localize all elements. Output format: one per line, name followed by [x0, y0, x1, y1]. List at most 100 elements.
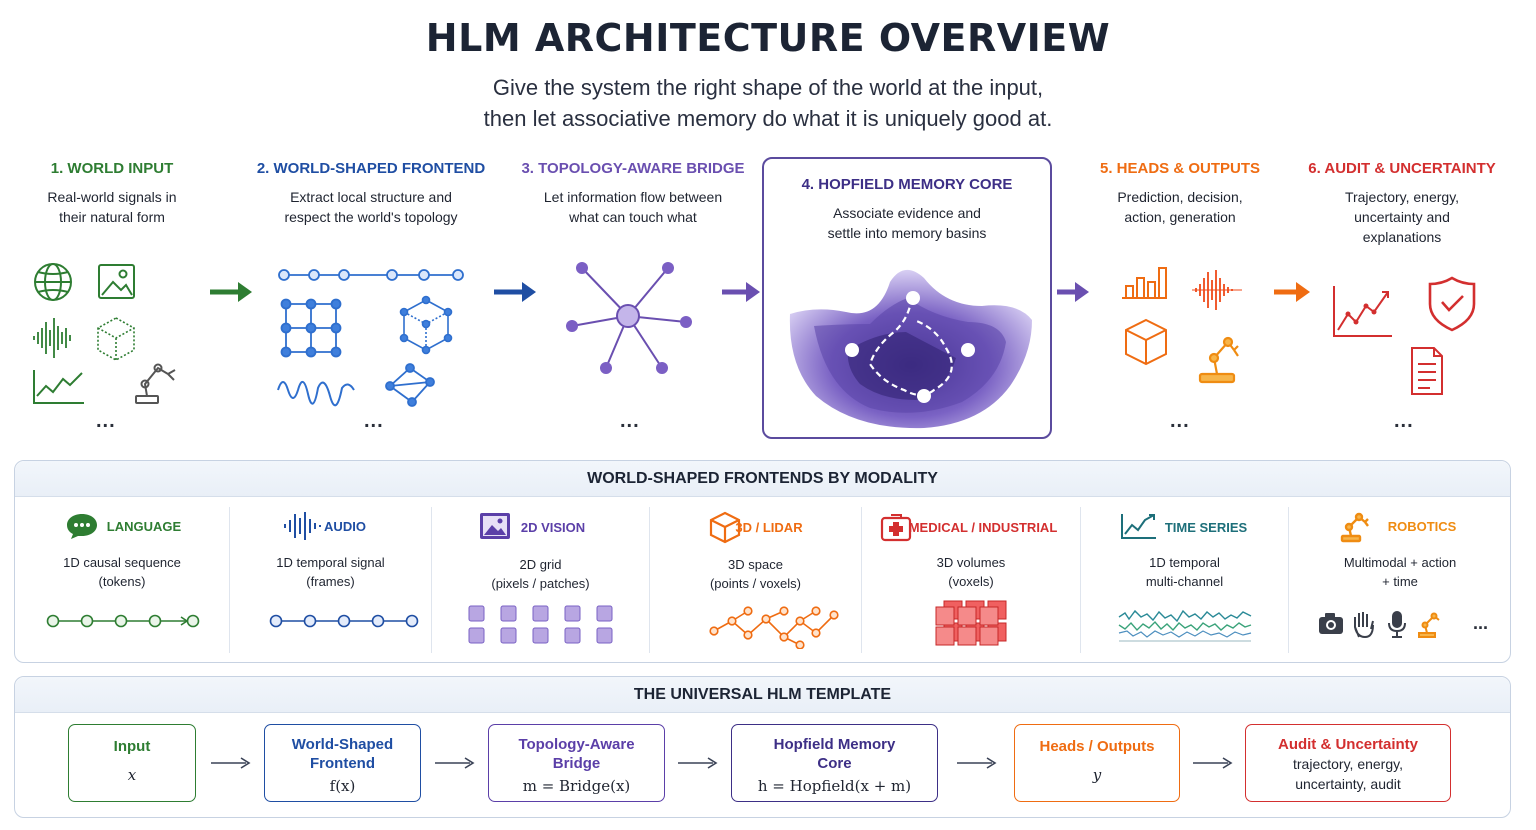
modality-desc: 1D temporal multi-channel — [1081, 553, 1288, 591]
stage-desc-line: uncertainty and — [1354, 209, 1450, 225]
robotics-sensor-icons — [1319, 611, 1440, 639]
stage-desc-line: Real-world signals in — [47, 189, 177, 205]
robot-arm-icon — [1198, 336, 1239, 384]
image-icon — [480, 513, 510, 539]
template-box-heads-outputs: Heads / Outputs y — [1014, 724, 1180, 802]
template-box-title: Audit & Uncertainty — [1277, 736, 1418, 753]
template-box-title-line: Hopfield Memory — [773, 736, 896, 753]
template-box-title: Topology-Aware Bridge — [489, 735, 664, 773]
memory-node — [906, 291, 920, 305]
stage-heads-outputs: 5. HEADS & OUTPUTS Prediction, decision,… — [1090, 160, 1270, 227]
modality-desc: 3D volumes (voxels) — [862, 553, 1080, 591]
template-box-title: Input — [113, 738, 151, 755]
audit-icons — [1333, 276, 1476, 395]
modality-name: ROBOTICS — [1387, 519, 1457, 534]
frame-chain — [269, 614, 419, 628]
stage-frontend: 2. WORLD-SHAPED FRONTEND Extract local s… — [252, 160, 490, 227]
modality-medical-industrial: MEDICAL / INDUSTRIAL 3D volumes (voxels) — [862, 507, 1080, 653]
chain-structure — [278, 269, 464, 281]
stage-title: 1. WORLD INPUT — [50, 160, 174, 177]
stage-title: 4. HOPFIELD MEMORY CORE — [801, 176, 1013, 193]
modality-separator — [861, 507, 862, 653]
bridge-hub-graph — [566, 262, 692, 374]
more-indicator: ... — [1394, 410, 1414, 432]
stage-description: Associate evidence and settle into memor… — [762, 203, 1052, 243]
template-arrow — [435, 757, 475, 769]
stage-desc-line: what can touch what — [569, 209, 697, 225]
waveform-icon — [1192, 270, 1242, 310]
flow-arrow — [722, 282, 760, 302]
stage-description: Let information flow between what can to… — [520, 187, 746, 227]
more-indicator: ... — [1473, 613, 1489, 633]
image-icon — [98, 264, 135, 299]
template-box-formula: m = Bridge(x) — [522, 777, 631, 795]
modality-language: LANGUAGE 1D causal sequence (tokens) — [15, 507, 229, 653]
cube-icon — [1125, 318, 1167, 366]
robot-arm-icon — [1340, 512, 1369, 543]
flow-arrow — [210, 282, 252, 302]
template-box-input: Input x — [68, 724, 196, 802]
template-box-title-line: Core — [817, 755, 852, 772]
template-panel-title: THE UNIVERSAL HLM TEMPLATE — [15, 677, 1510, 713]
mesh-structure — [385, 363, 435, 407]
template-arrow — [211, 757, 251, 769]
modality-desc-line: 3D space — [728, 557, 783, 572]
modality-desc: 2D grid (pixels / patches) — [432, 555, 649, 593]
trend-chart-icon — [1121, 514, 1156, 539]
stage-description: Real-world signals in their natural form — [12, 187, 212, 227]
hand-icon — [1354, 612, 1374, 639]
output-icons — [1122, 267, 1242, 384]
template-box-title-line: Topology-Aware — [518, 736, 635, 753]
more-indicator: ... — [364, 410, 384, 432]
modality-desc: Multimodal + action + time — [1289, 553, 1511, 591]
modality-desc-line: (tokens) — [98, 574, 146, 589]
modality-name: MEDICAL / INDUSTRIAL — [908, 520, 1058, 535]
modality-separator — [431, 507, 432, 653]
more-indicator: ... — [620, 410, 640, 432]
modality-panel: WORLD-SHAPED FRONTENDS BY MODALITY LANGU… — [14, 460, 1511, 663]
template-box-title: Hopfield Memory Core — [732, 735, 937, 773]
medical-cross-icon — [880, 514, 912, 542]
modality-desc: 1D temporal signal (frames) — [230, 553, 431, 591]
stage-desc-line: Extract local structure and — [290, 189, 452, 205]
template-box-frontend: World-Shaped Frontend f(x) — [264, 724, 421, 802]
page-title: HLM ARCHITECTURE OVERVIEW — [425, 16, 1111, 60]
cube-icon — [709, 511, 741, 544]
stage-desc-line: Let information flow between — [543, 189, 723, 205]
template-box-audit-uncertainty: Audit & Uncertainty trajectory, energy, … — [1245, 724, 1451, 802]
modality-name: TIME SERIES — [1164, 520, 1248, 535]
template-box-hopfield-core: Hopfield Memory Core h = Hopfield(x + m) — [731, 724, 938, 802]
modality-name: LANGUAGE — [106, 519, 182, 534]
hub-node — [616, 304, 640, 328]
template-box-title: World-Shaped Frontend — [265, 735, 420, 773]
point-graph — [709, 606, 839, 649]
template-arrow — [1193, 757, 1233, 769]
modality-desc-line: multi-channel — [1145, 574, 1224, 589]
modality-desc-line: + time — [1382, 574, 1418, 589]
multi-channel-signal — [1118, 609, 1252, 642]
modality-name: AUDIO — [324, 519, 366, 534]
subtitle-line-1: Give the system the right shape of the w… — [492, 75, 1044, 100]
globe-icon — [34, 263, 72, 301]
stage-description: Extract local structure and respect the … — [252, 187, 490, 227]
stage-desc-line: Trajectory, energy, — [1344, 189, 1460, 205]
template-box-formula: f(x) — [329, 777, 356, 795]
stage-audit-uncertainty: 6. AUDIT & UNCERTAINTY Trajectory, energ… — [1302, 160, 1502, 247]
template-box-formula: y — [1092, 766, 1102, 784]
template-box-title: Heads / Outputs — [1039, 738, 1155, 755]
modality-desc-line: 2D grid — [519, 557, 562, 572]
modality-desc-line: Multimodal + action — [1343, 555, 1457, 570]
modality-desc-line: (frames) — [306, 574, 355, 589]
more-indicator: ... — [1170, 410, 1190, 432]
subtitle-line-2: then let associative memory do what it i… — [483, 106, 1053, 131]
modality-3d-lidar: 3D / LIDAR 3D space (points / voxels) — [650, 507, 861, 653]
energy-landscape — [789, 269, 1032, 429]
audio-wave-icon — [33, 318, 71, 358]
frontend-structures — [277, 269, 464, 407]
modality-desc-line: 1D temporal signal — [276, 555, 385, 570]
cube-lattice-structure — [399, 295, 453, 355]
point-cloud-cube-icon — [97, 317, 135, 361]
stage-world-input: 1. WORLD INPUT Real-world signals in the… — [12, 160, 212, 227]
bar-chart-icon — [1122, 267, 1167, 299]
modality-separator — [649, 507, 650, 653]
